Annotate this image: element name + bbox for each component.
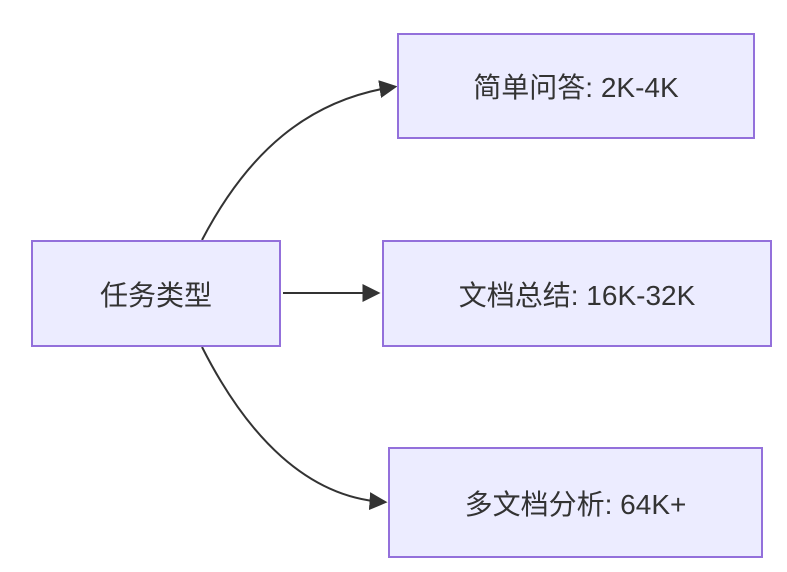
node-task-type: 任务类型 xyxy=(31,240,281,347)
node-label: 任务类型 xyxy=(99,279,212,311)
node-label: 文档总结: 16K-32K xyxy=(458,279,696,311)
node-multi-doc-analysis: 多文档分析: 64K+ xyxy=(388,447,763,558)
node-label: 简单问答: 2K-4K xyxy=(473,72,679,103)
node-label: 多文档分析: 64K+ xyxy=(464,488,687,520)
edge-task-type-to-multi-doc-analysis xyxy=(201,346,388,511)
node-simple-qa: 简单问答: 2K-4K xyxy=(397,33,755,139)
edge-task-type-to-simple-qa xyxy=(201,80,398,241)
node-doc-summary: 文档总结: 16K-32K xyxy=(382,240,772,347)
